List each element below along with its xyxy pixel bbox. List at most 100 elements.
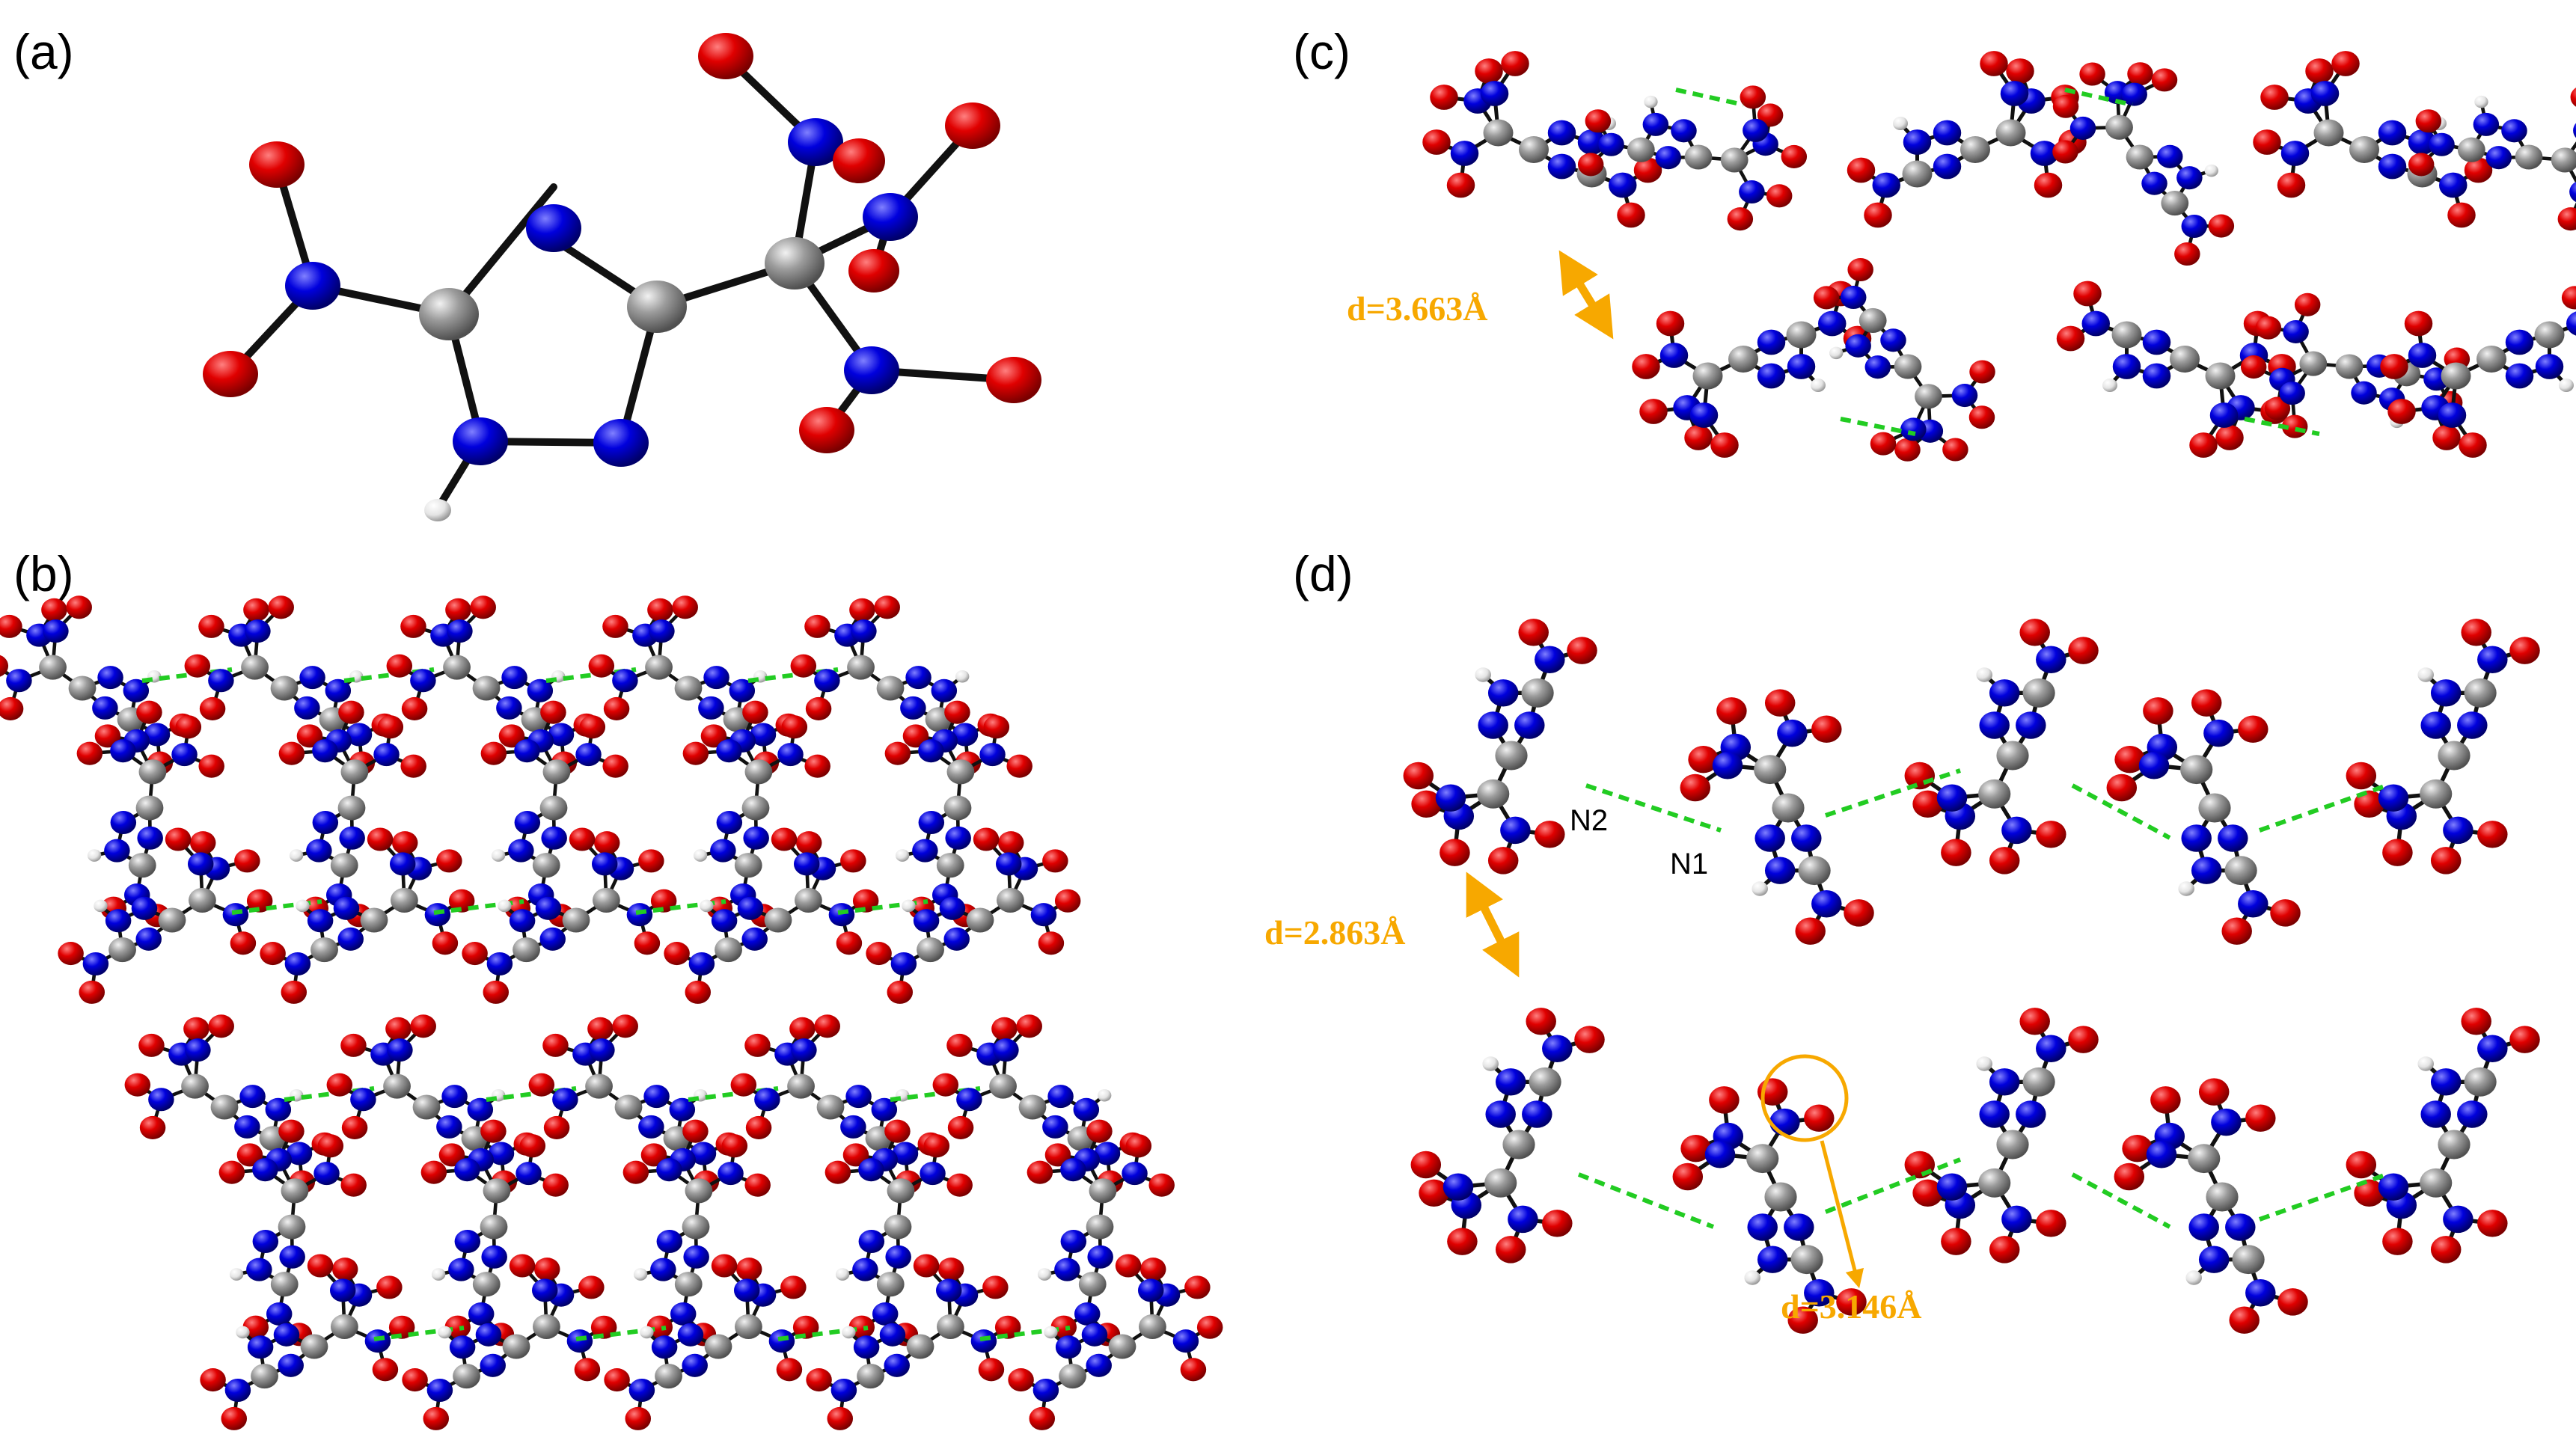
oxygen-atom bbox=[2068, 1026, 2099, 1053]
carbon-atom bbox=[210, 1094, 239, 1120]
oxygen-atom bbox=[587, 1017, 614, 1041]
nitrogen-atom bbox=[2000, 81, 2029, 106]
carbon-atom bbox=[513, 937, 540, 963]
oxygen-atom bbox=[2404, 310, 2433, 337]
carbon-atom bbox=[946, 759, 975, 785]
oxygen-atom bbox=[932, 1073, 959, 1097]
nitrogen-atom bbox=[2176, 166, 2203, 190]
distance-label: d=3.663Å bbox=[1347, 290, 1488, 328]
carbon-atom bbox=[592, 887, 620, 913]
nitrogen-atom bbox=[791, 1038, 817, 1062]
carbon-atom bbox=[1995, 119, 2026, 147]
molecule bbox=[1410, 1008, 1605, 1263]
oxygen-atom bbox=[208, 1014, 234, 1038]
oxygen-atom bbox=[1125, 1134, 1152, 1158]
nitrogen-atom bbox=[329, 1278, 356, 1302]
oxygen-atom bbox=[2294, 292, 2321, 316]
carbon-atom bbox=[744, 759, 773, 785]
nitrogen-atom bbox=[2081, 310, 2110, 337]
nitrogen-atom bbox=[2535, 354, 2564, 379]
oxygen-atom bbox=[806, 1368, 832, 1392]
oxygen-atom bbox=[730, 1073, 757, 1097]
carbon-atom bbox=[2022, 678, 2055, 708]
nitrogen-atom bbox=[92, 696, 118, 720]
oxygen-atom bbox=[2073, 281, 2102, 307]
carbon-atom bbox=[2515, 144, 2543, 170]
oxygen-atom bbox=[1672, 1162, 1704, 1191]
oxygen-atom bbox=[1904, 1151, 1936, 1179]
nitrogen-atom bbox=[2457, 711, 2488, 739]
carbon-atom bbox=[2420, 779, 2453, 809]
nitrogen-atom bbox=[234, 1115, 260, 1139]
nitrogen-atom bbox=[912, 839, 938, 863]
nitrogen-atom bbox=[913, 909, 940, 933]
oxygen-atom bbox=[367, 827, 394, 851]
nitrogen-atom bbox=[2457, 1100, 2488, 1128]
nitrogen-atom bbox=[1535, 646, 1565, 673]
nitrogen-atom bbox=[424, 903, 451, 927]
hydrogen-atom bbox=[640, 1326, 654, 1339]
carbon-atom bbox=[943, 795, 972, 821]
nitrogen-atom bbox=[1172, 1329, 1199, 1353]
carbon-atom bbox=[1483, 119, 1514, 147]
molecule bbox=[1403, 619, 1597, 874]
carbon-atom bbox=[1519, 136, 1549, 163]
carbon-atom bbox=[674, 1272, 703, 1297]
oxygen-atom bbox=[189, 831, 216, 855]
oxygen-atom bbox=[700, 724, 727, 748]
nitrogen-atom bbox=[224, 1378, 251, 1403]
oxygen-atom bbox=[2346, 1151, 2377, 1179]
oxygen-atom bbox=[445, 598, 471, 622]
nitrogen-atom bbox=[1704, 1141, 1736, 1168]
nitrogen-atom bbox=[920, 1162, 946, 1186]
carbon-atom bbox=[188, 887, 216, 913]
carbon-atom bbox=[128, 853, 156, 878]
nitrogen-atom bbox=[364, 1329, 391, 1353]
nitrogen-atom bbox=[1047, 1085, 1074, 1109]
carbon-atom bbox=[281, 1178, 309, 1204]
nitrogen-atom bbox=[171, 743, 198, 767]
hydrogen-atom bbox=[1893, 117, 1908, 130]
nitrogen-atom bbox=[222, 903, 249, 927]
oxygen-atom bbox=[1941, 1228, 1971, 1255]
carbon-atom bbox=[1996, 1130, 2029, 1160]
oxygen-atom bbox=[483, 980, 510, 1004]
carbon-atom bbox=[502, 1334, 530, 1359]
nitrogen-atom bbox=[350, 1088, 376, 1112]
carbon-atom bbox=[390, 887, 418, 913]
nitrogen-atom bbox=[1032, 1378, 1059, 1403]
nitrogen-atom bbox=[2156, 144, 2183, 168]
nitrogen-atom bbox=[2439, 172, 2468, 198]
nitrogen-atom bbox=[814, 669, 840, 693]
carbon-atom bbox=[480, 1214, 508, 1240]
nitrogen-atom bbox=[1712, 752, 1743, 779]
carbon-atom bbox=[2438, 741, 2471, 771]
molecule bbox=[1904, 1008, 2099, 1263]
nitrogen-atom bbox=[1979, 1100, 2010, 1128]
oxygen-atom bbox=[1847, 257, 1873, 282]
nitrogen-atom bbox=[2121, 82, 2147, 106]
nitrogen-atom bbox=[2505, 329, 2534, 355]
nitrogen-atom bbox=[246, 1258, 272, 1281]
nitrogen-atom bbox=[1655, 146, 1682, 170]
nitrogen-atom bbox=[2430, 1068, 2462, 1096]
oxygen-atom bbox=[1086, 1119, 1113, 1143]
oxygen-atom bbox=[569, 827, 596, 851]
nitrogen-atom bbox=[294, 696, 320, 720]
carbon-atom bbox=[2188, 1144, 2221, 1174]
nitrogen-atom bbox=[2069, 116, 2096, 140]
carbon-atom bbox=[2464, 1067, 2497, 1097]
hydrogen-atom bbox=[955, 670, 970, 683]
oxygen-atom bbox=[574, 1358, 601, 1382]
nitrogen-atom bbox=[548, 723, 575, 747]
nitrogen-atom bbox=[1903, 129, 1932, 155]
oxygen-atom bbox=[1535, 821, 1565, 848]
nitrogen-atom bbox=[2191, 857, 2222, 884]
oxygen-atom bbox=[634, 931, 661, 955]
nitrogen-atom bbox=[43, 619, 69, 643]
oxygen-atom bbox=[278, 1119, 305, 1143]
carbon-atom bbox=[685, 1178, 713, 1204]
nitrogen-atom bbox=[718, 1162, 744, 1186]
oxygen-atom bbox=[698, 33, 753, 79]
oxygen-atom bbox=[937, 1258, 964, 1281]
